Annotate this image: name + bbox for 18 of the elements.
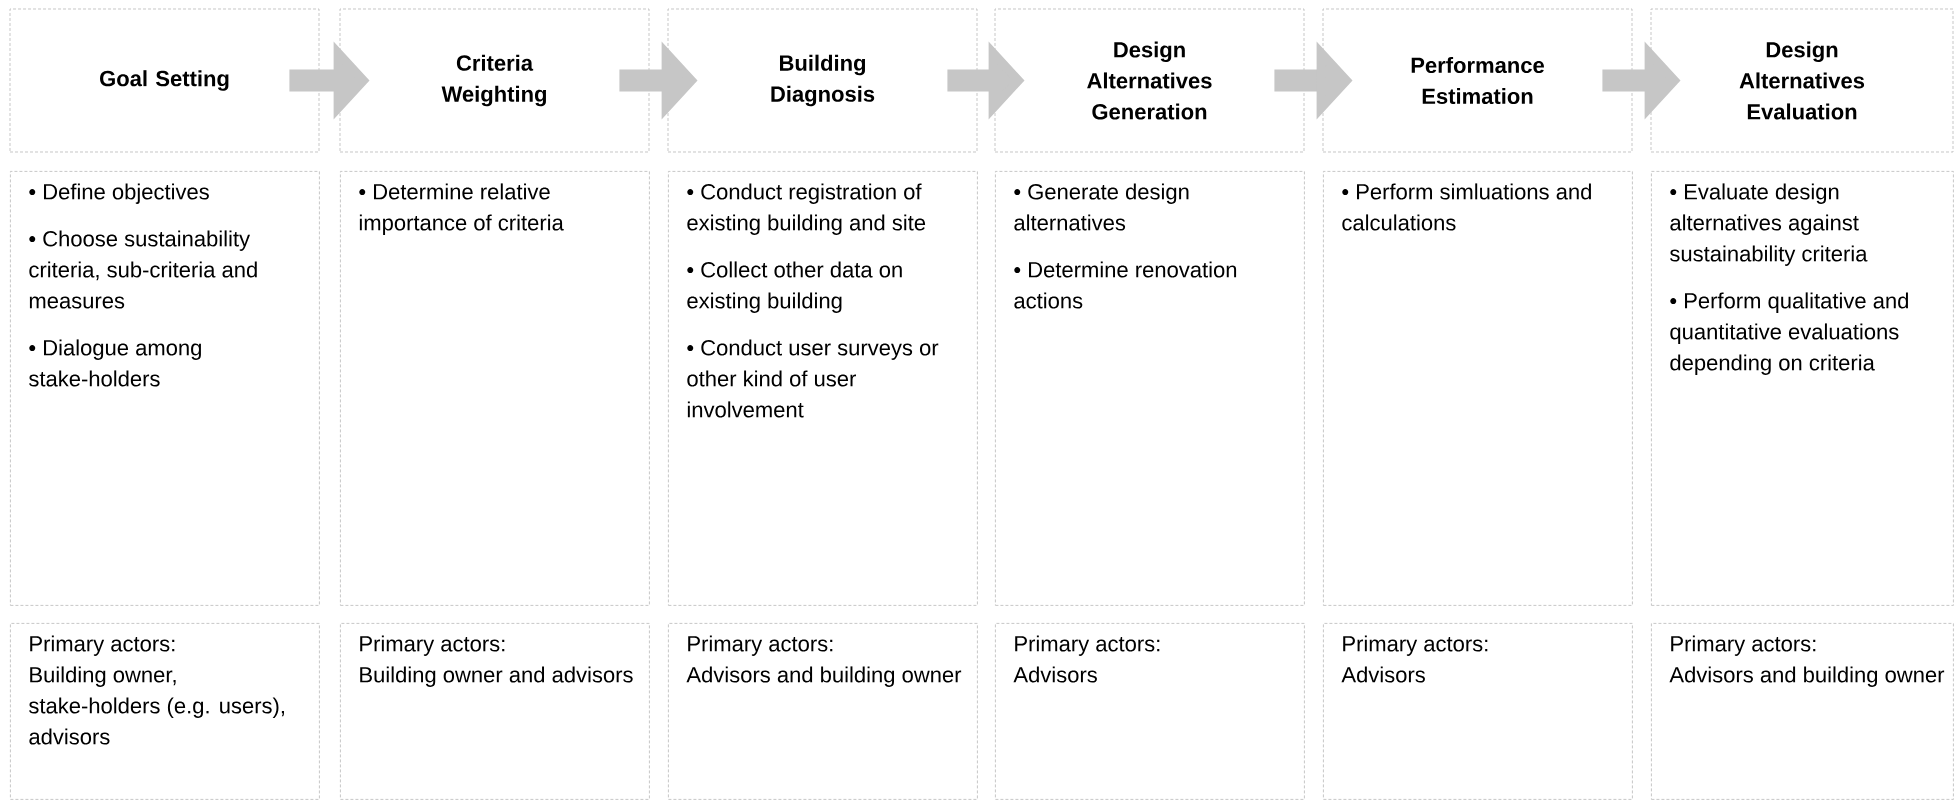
task-list-box: • Evaluate design alternatives against sustainability criteria • Perform qualitative and quantitative evaluations depending on criteria [1651, 171, 1954, 606]
actors-box: Primary actors: Advisors and building owner [1651, 623, 1954, 800]
actors-box: Primary actors: Advisors and building owner [668, 623, 978, 800]
step-header-box: Criteria Weighting [339, 8, 650, 153]
task-list-box: • Generate design alternatives • Determine renovation actions [995, 171, 1305, 606]
task-list-box: • Conduct registration of existing building and site • Collect other data on existing building • Conduct user surveys or other kind of user involvement [668, 171, 978, 606]
actors-box: Primary actors: Advisors [1323, 623, 1633, 800]
task-list-box: • Define objectives • Choose sustainability criteria, sub-criteria and measures • Dialogue among stake-holders [10, 171, 320, 606]
actors-box: Primary actors: Advisors [995, 623, 1305, 800]
step-header-box: Goal Setting [9, 8, 320, 153]
step-header-box: Building Diagnosis [667, 8, 978, 153]
task-list-box: • Determine relative importance of criteria [340, 171, 650, 606]
step-header-box: Performance Estimation [1322, 8, 1633, 153]
actors-box: Primary actors: Building owner, stake-holders (e.g. users), advisors [10, 623, 320, 800]
step-header-box: Design Alternatives Evaluation [1650, 8, 1954, 153]
actors-box: Primary actors: Building owner and advisors [340, 623, 650, 800]
task-list-box: • Perform simluations and calculations [1323, 171, 1633, 606]
step-header-box: Design Alternatives Generation [994, 8, 1305, 153]
